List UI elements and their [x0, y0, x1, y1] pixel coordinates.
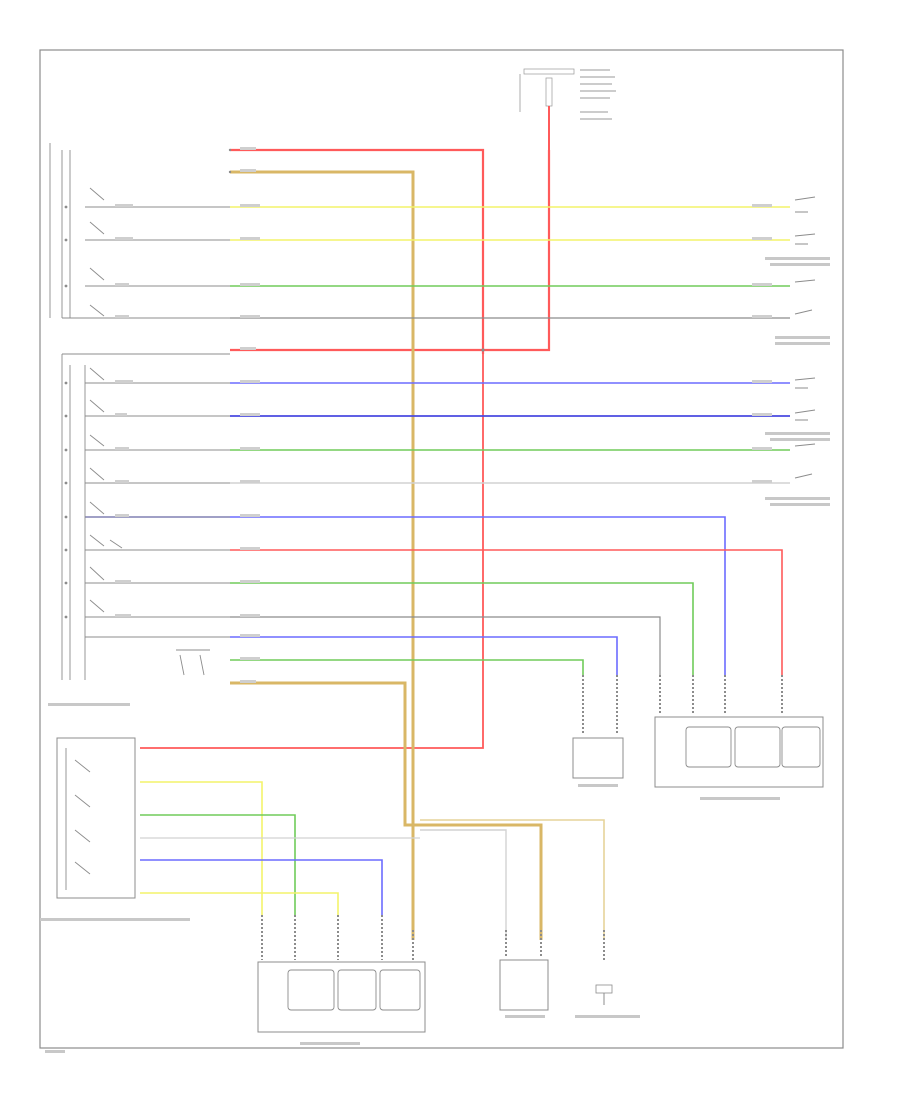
lumbar-motor-assembly [257, 961, 426, 1045]
passenger-seat-switch-label [48, 703, 130, 706]
wire-tan-ground [230, 170, 415, 940]
wire-blue-lumbar [140, 859, 383, 915]
power-source-fuse [519, 68, 616, 150]
diagram-id-label [45, 1050, 65, 1053]
wire-yellow-lumbar-a [140, 781, 263, 915]
seat-motor-group [654, 675, 824, 800]
wire-green-lumbar [140, 814, 296, 915]
right-motor-connectors [794, 196, 816, 479]
right-motor-labels [765, 257, 830, 506]
diagram-frame [39, 49, 844, 1049]
lower-switch-wires [85, 382, 790, 675]
connector-dots [64, 148, 485, 619]
upper-switch-wires [62, 206, 790, 319]
tilt-motor [572, 675, 624, 787]
wire-red-fuse-feed [230, 150, 551, 352]
wire-red-to-lumbar-switch [140, 354, 484, 749]
lumbar-adjustment-switch [40, 737, 190, 921]
wire-yellow-lumbar-b [140, 892, 339, 915]
ground-point [575, 930, 640, 1018]
passenger-seat-switch-contacts [49, 143, 230, 680]
wire-red-power-main [230, 148, 485, 354]
wire-code-labels [115, 147, 772, 683]
lumbar-connector-pins [261, 915, 414, 960]
wire-tan-ground-3 [420, 819, 605, 940]
seat-motor-a [499, 930, 549, 1018]
wire-tan-ground-2 [230, 681, 543, 940]
wire-white-ground-branch [420, 829, 507, 940]
